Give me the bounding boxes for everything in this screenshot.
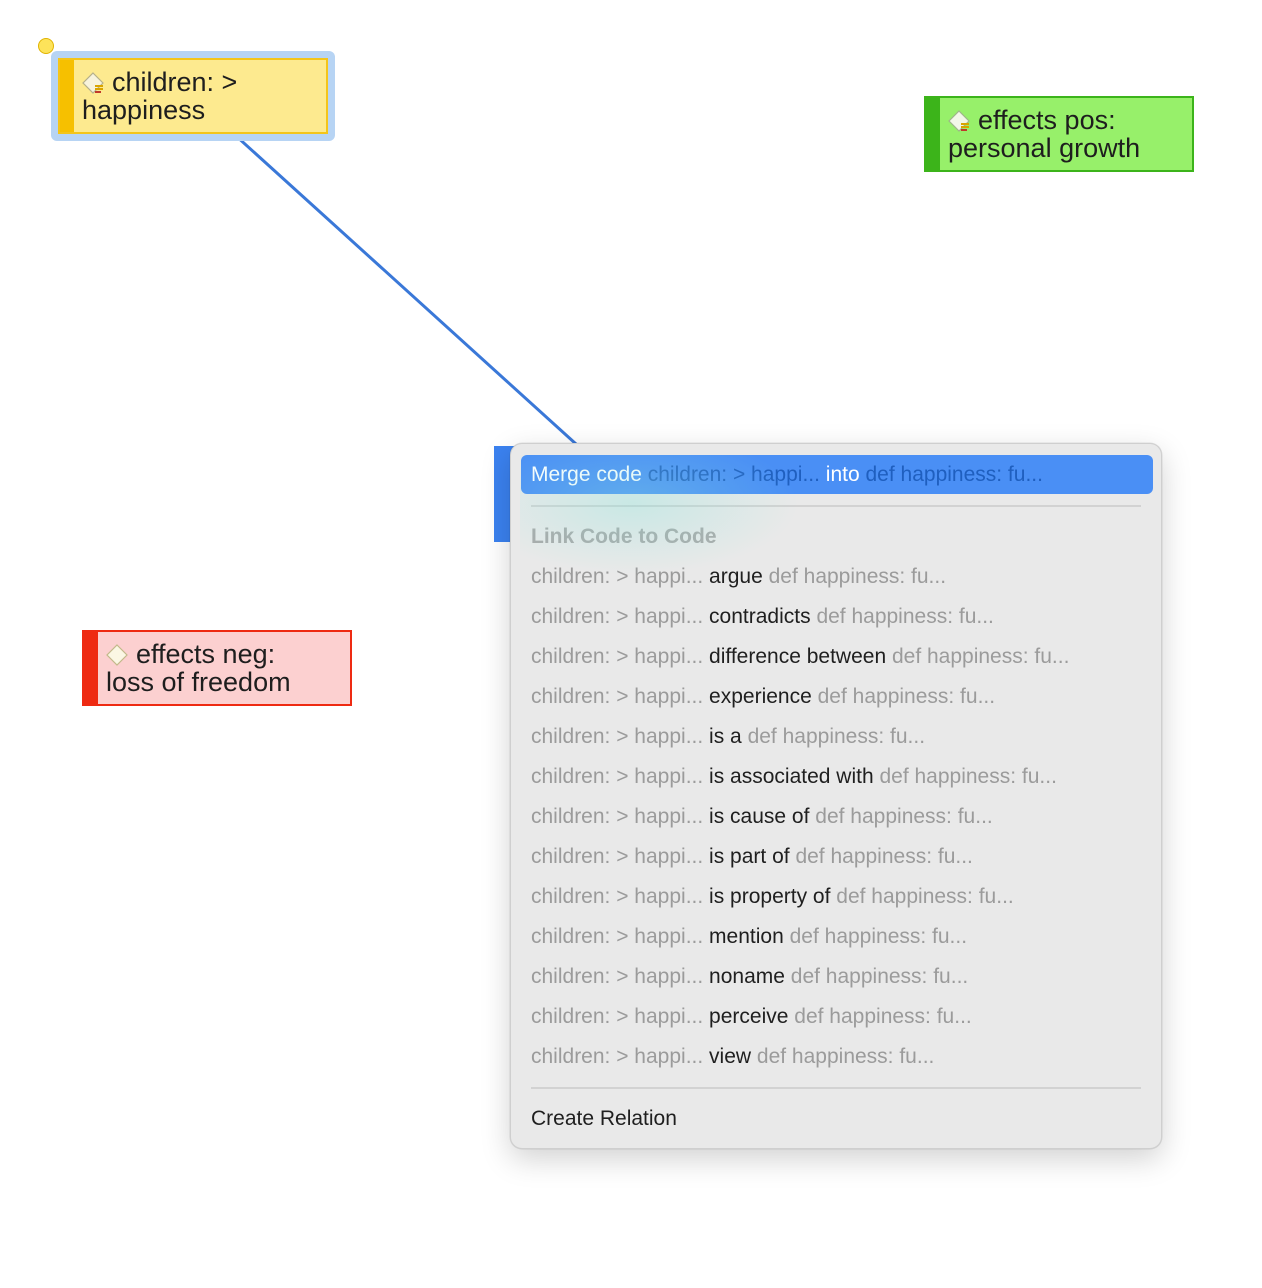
relation-source: children: > happi...	[531, 1045, 704, 1068]
relation-name: contradicts	[709, 605, 811, 628]
relation-target: def happiness: fu...	[756, 1045, 935, 1068]
relation-menu-item[interactable]: children: > happi... noname def happines…	[531, 962, 1069, 1002]
code-node-title-line1: effects neg:	[136, 639, 276, 669]
relation-menu-item[interactable]: children: > happi... difference between …	[531, 642, 1069, 682]
relation-source: children: > happi...	[531, 925, 704, 948]
relation-menu-item[interactable]: children: > happi... view def happiness:…	[531, 1042, 1069, 1082]
code-node-title-line2: personal growth	[948, 133, 1141, 163]
relation-source: children: > happi...	[531, 565, 704, 588]
relation-name: argue	[709, 565, 763, 588]
merge-into: into	[825, 463, 860, 486]
link-anchor-handle[interactable]	[38, 38, 54, 54]
code-node-title-line1: children: >	[112, 67, 238, 97]
create-relation-menu-item[interactable]: Create Relation	[531, 1107, 677, 1130]
link-connector	[190, 94, 578, 446]
merge-code-menu-item[interactable]: Merge code children: > happi... into def…	[521, 455, 1153, 494]
relation-source: children: > happi...	[531, 765, 704, 788]
relation-target: def happiness: fu...	[747, 725, 926, 748]
merge-verb: Merge code	[531, 463, 642, 486]
relation-menu-item[interactable]: children: > happi... perceive def happin…	[531, 1002, 1069, 1042]
relation-menu-item[interactable]: children: > happi... is associated with …	[531, 762, 1069, 802]
merge-source: children: > happi...	[647, 463, 820, 486]
relation-target: def happiness: fu...	[789, 925, 968, 948]
relation-name: mention	[709, 925, 784, 948]
merge-target: def happiness: fu...	[865, 463, 1043, 486]
link-code-section-header: Link Code to Code	[531, 525, 717, 548]
menu-separator	[531, 505, 1141, 507]
code-diamond-memo-icon	[948, 109, 970, 132]
relation-name: is associated with	[709, 765, 874, 788]
relation-source: children: > happi...	[531, 645, 704, 668]
code-color-bar	[60, 60, 74, 132]
relation-target: def happiness: fu...	[794, 1005, 972, 1028]
relation-target: def happiness: fu...	[836, 885, 1014, 908]
relation-source: children: > happi...	[531, 725, 704, 748]
relation-menu-item[interactable]: children: > happi... contradicts def hap…	[531, 602, 1069, 642]
link-context-menu: Merge code children: > happi... into def…	[510, 443, 1162, 1149]
relation-name: is a	[709, 725, 742, 748]
relation-source: children: > happi...	[531, 685, 704, 708]
code-node-title-line1: effects pos:	[978, 105, 1116, 135]
relation-target: def happiness: fu...	[891, 645, 1070, 668]
menu-separator	[531, 1087, 1141, 1089]
relation-name: noname	[709, 965, 785, 988]
relation-source: children: > happi...	[531, 885, 704, 908]
code-diamond-icon	[106, 643, 128, 666]
relation-source: children: > happi...	[531, 965, 704, 988]
code-node-title-line2: loss of freedom	[106, 667, 291, 697]
relation-name: is part of	[709, 845, 790, 868]
relation-target: def happiness: fu...	[817, 685, 996, 708]
relation-menu-item[interactable]: children: > happi... is property of def …	[531, 882, 1069, 922]
relation-target: def happiness: fu...	[795, 845, 973, 868]
relation-menu-item[interactable]: children: > happi... is a def happiness:…	[531, 722, 1069, 762]
relation-name: view	[709, 1045, 752, 1068]
relation-name: is cause of	[709, 805, 810, 828]
relation-target: def happiness: fu...	[816, 605, 994, 628]
relation-target: def happiness: fu...	[768, 565, 947, 588]
code-diamond-memo-icon	[82, 71, 104, 94]
relation-menu-item[interactable]: children: > happi... mention def happine…	[531, 922, 1069, 962]
code-color-bar	[84, 632, 98, 704]
relation-source: children: > happi...	[531, 845, 704, 868]
relation-name: experience	[709, 685, 812, 708]
relation-target: def happiness: fu...	[815, 805, 993, 828]
relation-source: children: > happi...	[531, 1005, 704, 1028]
code-node-effects-pos[interactable]: effects pos: personal growth	[924, 96, 1194, 172]
relation-menu-item[interactable]: children: > happi... argue def happiness…	[531, 562, 1069, 602]
relation-target: def happiness: fu...	[879, 765, 1057, 788]
relation-source: children: > happi...	[531, 805, 704, 828]
code-node-effects-neg[interactable]: effects neg: loss of freedom	[82, 630, 352, 706]
relation-menu-item[interactable]: children: > happi... is part of def happ…	[531, 842, 1069, 882]
relation-menu-item[interactable]: children: > happi... experience def happ…	[531, 682, 1069, 722]
relation-name: difference between	[709, 645, 887, 668]
relation-menu-item[interactable]: children: > happi... is cause of def hap…	[531, 802, 1069, 842]
code-node-children-happiness[interactable]: children: > happiness	[58, 58, 328, 134]
relation-name: perceive	[709, 1005, 789, 1028]
relation-list: children: > happi... argue def happiness…	[531, 562, 1069, 1082]
relation-source: children: > happi...	[531, 605, 704, 628]
code-color-bar	[926, 98, 940, 170]
relation-name: is property of	[709, 885, 831, 908]
relation-target: def happiness: fu...	[790, 965, 969, 988]
code-node-title-line2: happiness	[82, 95, 206, 125]
